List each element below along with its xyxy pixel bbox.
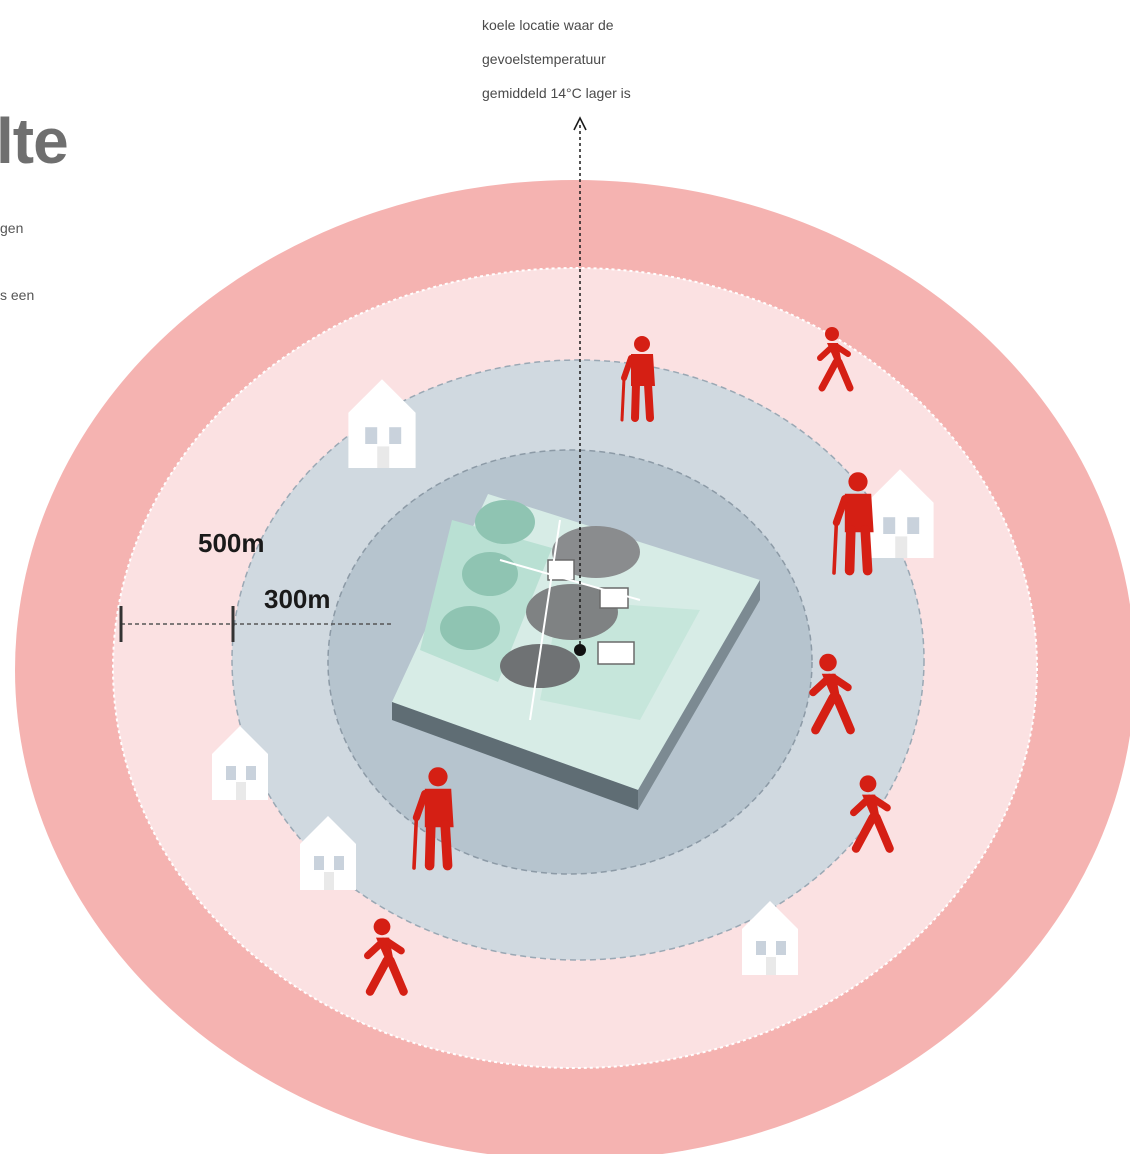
cool-location-marker xyxy=(574,644,586,656)
cool-location-annotation: koele locatie waar de gevoelstemperatuur… xyxy=(482,8,631,110)
body-text-fragment: gen xyxy=(0,220,24,236)
park-block xyxy=(392,494,760,810)
distance-label-300m: 300m xyxy=(264,584,331,614)
annotation-line: gemiddeld 14°C lager is xyxy=(482,85,631,101)
page-title-fragment: lte xyxy=(0,105,69,177)
arrow-head-icon xyxy=(573,116,587,131)
annotation-line: koele locatie waar de xyxy=(482,17,614,33)
body-text-fragment: s een xyxy=(0,287,35,303)
distance-label-500m: 500m xyxy=(198,528,265,558)
annotation-line: gevoelstemperatuur xyxy=(482,51,606,67)
